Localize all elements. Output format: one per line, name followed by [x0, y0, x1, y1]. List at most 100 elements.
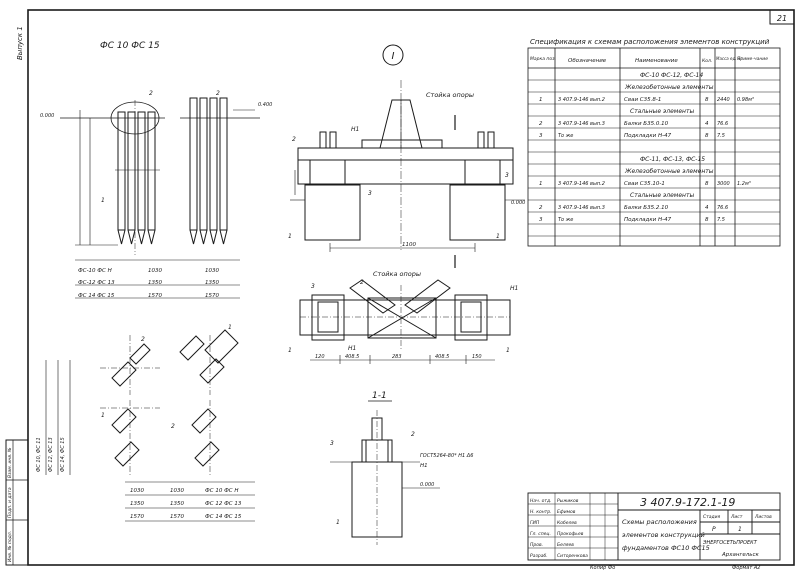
- sheet-number-box: [769, 9, 795, 25]
- view-plan: Стойка опоры 3 2 Н1 Н1 1 1 120 408.5: [288, 270, 518, 364]
- svg-text:Нач. отд.: Нач. отд.: [530, 498, 552, 504]
- svg-text:0.000: 0.000: [511, 200, 525, 206]
- svg-text:408.5: 408.5: [435, 354, 449, 360]
- svg-text:1030: 1030: [170, 488, 184, 494]
- svg-text:Кобелев: Кобелев: [557, 520, 577, 526]
- svg-text:Прокофьев: Прокофьев: [557, 531, 584, 537]
- svg-text:Подкладки Н-47: Подкладки Н-47: [624, 217, 672, 223]
- svg-text:То же: То же: [558, 133, 573, 139]
- svg-text:ФС-11, ФС-13, ФС-15: ФС-11, ФС-13, ФС-15: [640, 156, 705, 163]
- svg-text:1100: 1100: [402, 242, 416, 248]
- svg-text:76.6: 76.6: [717, 121, 728, 127]
- svg-text:1.2м³: 1.2м³: [737, 181, 751, 187]
- section-title: 1-1: [372, 391, 387, 401]
- svg-text:8: 8: [705, 181, 709, 187]
- svg-text:2: 2: [171, 423, 175, 430]
- svg-text:Наименование: Наименование: [635, 58, 678, 64]
- title-block: 3 407.9-172.1-19 Схемы расположения элем…: [527, 492, 781, 561]
- svg-text:ФС-10 ФС Н: ФС-10 ФС Н: [78, 268, 112, 274]
- view1-title: ФС 10 ФС 15: [100, 41, 160, 51]
- svg-text:408.5: 408.5: [345, 354, 359, 360]
- svg-text:1: 1: [101, 197, 105, 204]
- svg-text:Н1: Н1: [510, 285, 518, 292]
- svg-text:8: 8: [705, 217, 709, 223]
- svg-text:2: 2: [360, 279, 364, 286]
- org-name: ЭНЕРГОСЕТЬПРОЕКТ: [702, 540, 758, 546]
- svg-text:150: 150: [472, 354, 482, 360]
- svg-text:2: 2: [216, 90, 220, 97]
- svg-text:Н. контр.: Н. контр.: [530, 509, 552, 515]
- svg-text:Подкладки Н-47: Подкладки Н-47: [624, 133, 672, 139]
- svg-text:ФС 14 ФС 15: ФС 14 ФС 15: [78, 293, 115, 299]
- svg-text:Обозначение: Обозначение: [568, 58, 607, 64]
- svg-text:Стальные элементы: Стальные элементы: [630, 192, 694, 199]
- svg-text:2: 2: [411, 431, 415, 438]
- svg-text:2: 2: [539, 121, 543, 127]
- svg-text:283: 283: [392, 354, 402, 360]
- side-label: Выпуск 1: [16, 26, 24, 60]
- sheet-frame: [27, 9, 795, 566]
- svg-text:ФС-10 ФС-12, ФС-14: ФС-10 ФС-12, ФС-14: [640, 72, 703, 79]
- svg-text:2: 2: [141, 336, 145, 343]
- svg-text:Масса ед. кг: Масса ед. кг: [716, 56, 743, 61]
- svg-text:Ефимов: Ефимов: [557, 509, 576, 515]
- svg-text:3: 3: [311, 283, 315, 290]
- svg-text:1570: 1570: [148, 293, 162, 299]
- copied-by: Копир Фо: [590, 565, 615, 571]
- svg-text:1: 1: [506, 347, 510, 354]
- view-section-1-1: 1-1 3 2 ГОСТ5264-80* Н1 Δ6 Н1 0.000 1: [330, 391, 473, 545]
- svg-text:1030: 1030: [148, 268, 162, 274]
- svg-text:Балки Б35.0.10: Балки Б35.0.10: [624, 121, 669, 127]
- svg-text:3 407.9-146 вып.2: 3 407.9-146 вып.2: [558, 181, 605, 187]
- svg-text:1350: 1350: [148, 280, 162, 286]
- svg-text:1: 1: [288, 347, 292, 354]
- svg-text:7.5: 7.5: [717, 217, 725, 223]
- svg-text:ГОСТ5264-80* Н1 Δ6: ГОСТ5264-80* Н1 Δ6: [420, 453, 473, 459]
- svg-text:Листов: Листов: [754, 514, 772, 520]
- svg-text:1350: 1350: [205, 280, 219, 286]
- svg-text:1: 1: [288, 233, 292, 240]
- svg-text:1030: 1030: [130, 488, 144, 494]
- svg-text:2: 2: [292, 136, 296, 143]
- stamp-sign: Подп. и дата: [7, 487, 13, 518]
- specification-table: Спецификация к схемам расположения элеме…: [527, 38, 781, 247]
- svg-text:Гл. спец.: Гл. спец.: [530, 531, 551, 537]
- stamp-vzam: Взам. инв. №: [7, 447, 13, 478]
- svg-text:Р: Р: [712, 526, 716, 533]
- svg-text:Железобетонные элементы: Железобетонные элементы: [624, 84, 714, 91]
- svg-text:ГИП: ГИП: [530, 520, 540, 526]
- doc-title-3: фундаментов ФС10 ФС15: [622, 544, 710, 552]
- doc-title-1: Схемы расположения: [622, 518, 697, 526]
- doc-title-2: элементов конструкций: [622, 531, 705, 539]
- svg-text:76.6: 76.6: [717, 205, 728, 211]
- svg-text:3: 3: [539, 133, 543, 139]
- svg-text:0.000: 0.000: [40, 113, 54, 119]
- svg-text:2: 2: [539, 205, 543, 211]
- svg-text:1: 1: [336, 519, 340, 526]
- svg-text:1: 1: [228, 324, 232, 331]
- svg-text:8: 8: [705, 97, 709, 103]
- doc-code: 3 407.9-172.1-19: [640, 496, 735, 509]
- svg-text:4: 4: [705, 121, 709, 127]
- view-detail-I: I Стойка опоры: [288, 44, 525, 268]
- format-label: Формат А2: [732, 565, 760, 571]
- svg-text:1: 1: [738, 526, 742, 533]
- svg-text:ФС 12, ФС 13: ФС 12, ФС 13: [48, 437, 54, 472]
- svg-text:3: 3: [539, 217, 543, 223]
- svg-text:Сваи С35.10-1: Сваи С35.10-1: [624, 181, 665, 187]
- svg-text:ФС 10 ФС Н: ФС 10 ФС Н: [205, 488, 239, 494]
- svg-text:Стойка опоры: Стойка опоры: [426, 91, 474, 99]
- svg-text:ФС 10, ФС 11: ФС 10, ФС 11: [36, 437, 42, 472]
- svg-text:Стальные элементы: Стальные элементы: [630, 108, 694, 115]
- left-stamp: Инв. № подл. Подп. и дата Взам. инв. №: [5, 439, 29, 566]
- svg-text:120: 120: [315, 354, 325, 360]
- svg-text:3: 3: [505, 172, 509, 179]
- svg-text:Сваи С35.8-1: Сваи С35.8-1: [624, 97, 661, 103]
- view-pile-plans: 2 1 1 2 ФС 10, ФС 11 ФС 12, ФС 13 ФС 14,…: [36, 324, 255, 522]
- svg-text:4: 4: [705, 205, 709, 211]
- svg-text:1570: 1570: [170, 514, 184, 520]
- svg-text:8: 8: [705, 133, 709, 139]
- svg-text:ФС 14, ФС 15: ФС 14, ФС 15: [60, 437, 66, 472]
- svg-text:Кол.: Кол.: [702, 58, 712, 64]
